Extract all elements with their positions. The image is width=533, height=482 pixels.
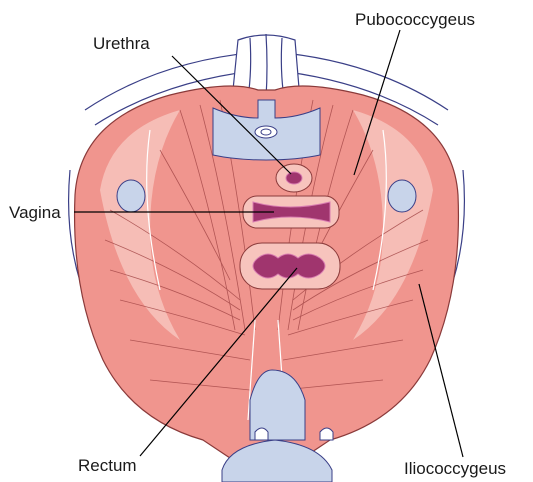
left-ischial-spine (117, 180, 145, 212)
rectum-label: Rectum (78, 457, 137, 474)
urethra-label: Urethra (93, 35, 150, 52)
left-coccyx-notch (255, 428, 268, 440)
right-ischial-spine (388, 180, 416, 212)
pubococcygeus-label: Pubococcygeus (355, 11, 475, 28)
rectum-lumen (253, 254, 325, 278)
iliococcygeus-label: Iliococcygeus (404, 460, 506, 477)
vagina-label: Vagina (9, 204, 61, 221)
bladder-neck-opening (255, 126, 277, 138)
urethra-lumen (286, 172, 302, 184)
right-coccyx-notch (320, 428, 333, 440)
